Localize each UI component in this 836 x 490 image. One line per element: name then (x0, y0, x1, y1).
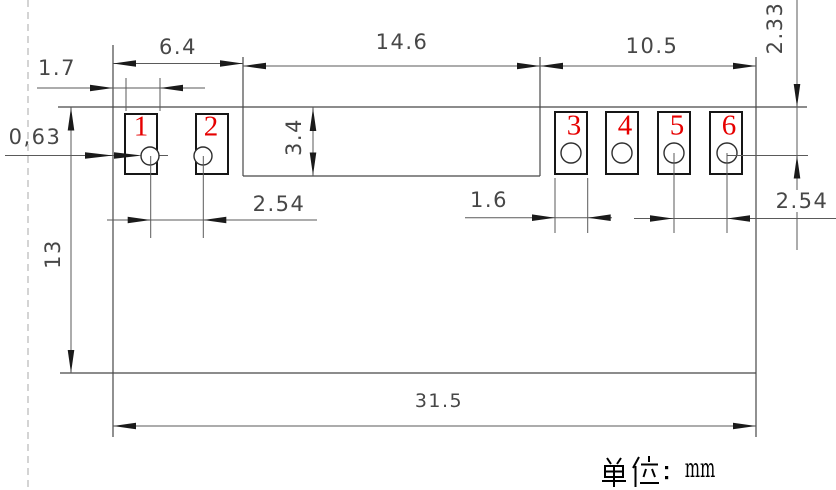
dim-text-2.54-right: 2.54 (775, 189, 829, 213)
pad-number-3: 3 (566, 109, 582, 142)
arrow-14.6-right (517, 62, 540, 70)
dim-text-1.6: 1.6 (470, 188, 508, 212)
arrow-3.4-top (309, 108, 317, 131)
arrow-6.4-left (113, 60, 136, 67)
arrow-1.6-right (587, 214, 611, 221)
arrow-13-bottom (67, 350, 75, 373)
holes (140, 142, 738, 166)
dim-text-3.4: 3.4 (282, 118, 306, 156)
arrow-3.4-bottom (309, 152, 317, 176)
dim-text-0.63: 0,63 (8, 125, 62, 149)
module-outline (58, 45, 807, 437)
arrow-0.63-a (85, 152, 113, 159)
arrow-31.5-right (733, 422, 756, 430)
arrow-13-top (67, 107, 75, 131)
center-lines (150, 153, 808, 238)
dim-text-14.6: 14.6 (375, 30, 429, 54)
arrow-1.6-left (532, 214, 555, 221)
arrow-2.54L-right (203, 216, 227, 224)
pad-number-4: 4 (617, 109, 633, 142)
arrow-1.7-left (90, 84, 113, 92)
dim-text-1.7: 1.7 (38, 56, 76, 80)
arrow-1.7-right (160, 84, 183, 92)
hole-4 (611, 142, 633, 164)
dim-text-6.4: 6.4 (159, 35, 197, 59)
dim-text-2.54-left: 2.54 (252, 192, 306, 216)
dim-text-2.33: 2.33 (763, 1, 787, 55)
unit-value: mm (684, 454, 716, 484)
arrowheads (67, 60, 801, 430)
arrow-14.6-left (243, 62, 266, 70)
hole-3 (560, 142, 582, 164)
arrow-0.63-b (114, 152, 142, 159)
dim-text-31.5: 31.5 (414, 390, 464, 412)
dim-text-13: 13 (41, 239, 65, 269)
arrow-10.5-right (733, 62, 756, 70)
unit-label-cjk (602, 456, 669, 487)
arrow-10.5-left (540, 62, 563, 70)
arrow-2.54B-left (650, 215, 673, 222)
arrow-2.33-bottom (793, 84, 801, 107)
dim-text-10.5: 10.5 (625, 34, 679, 58)
pad-number-1: 1 (133, 110, 149, 143)
arrow-2.54L-left (127, 216, 151, 224)
pad-number-6: 6 (721, 109, 737, 142)
hole-1 (140, 146, 160, 166)
arrow-2.54B-right (727, 215, 750, 222)
pad-number-2: 2 (203, 110, 219, 143)
arrow-2.54R-up (793, 155, 801, 179)
pad-number-5: 5 (669, 109, 685, 142)
arrow-6.4-right (220, 60, 243, 67)
arrow-31.5-left (113, 422, 136, 430)
